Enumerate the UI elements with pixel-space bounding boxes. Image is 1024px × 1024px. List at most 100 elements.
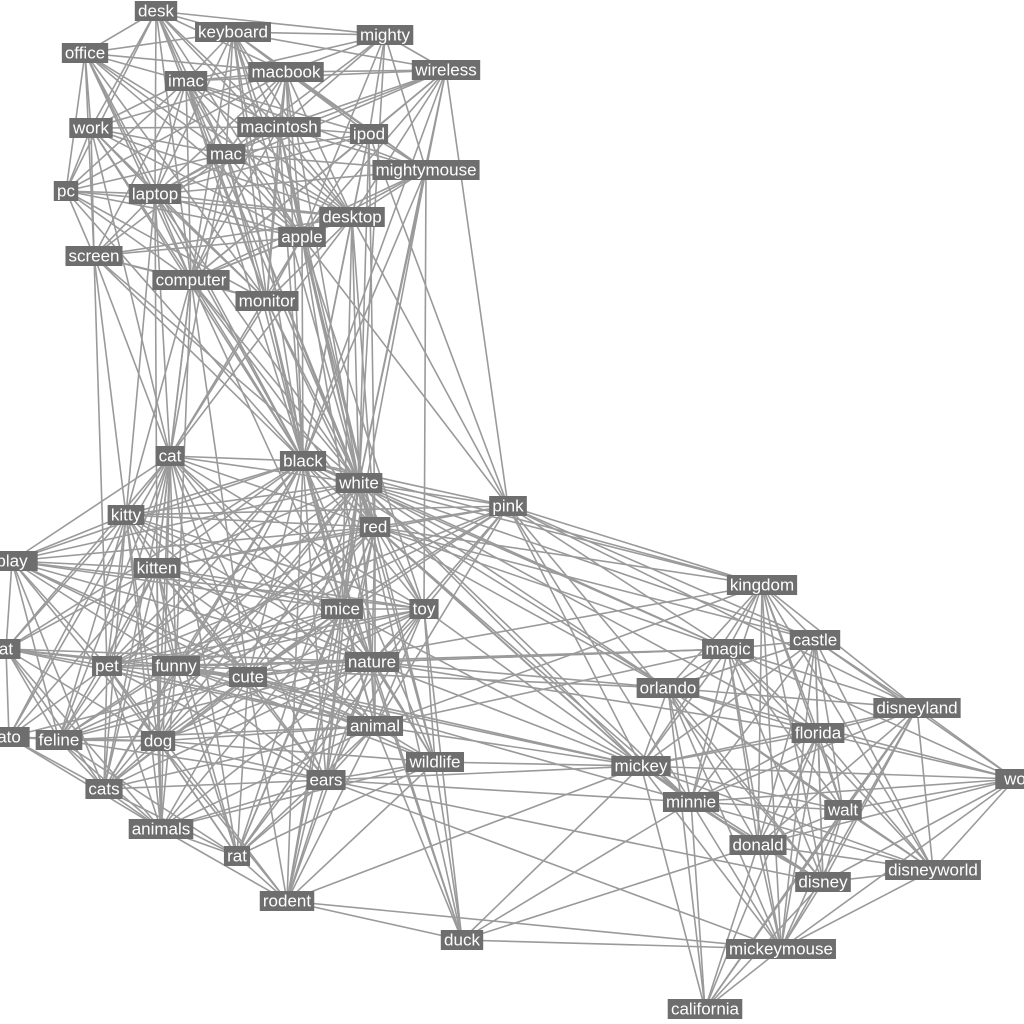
node-disney[interactable]: disney bbox=[795, 872, 851, 892]
node-box-work bbox=[69, 118, 113, 138]
node-animal[interactable]: animal bbox=[346, 716, 404, 736]
edge-cute-rodent bbox=[247, 676, 288, 902]
edge-feline-ears bbox=[58, 739, 327, 781]
edge-dog-wildlife bbox=[157, 740, 436, 763]
node-monitor[interactable]: monitor bbox=[235, 291, 299, 311]
node-imac[interactable]: imac bbox=[164, 71, 208, 91]
node-dog[interactable]: dog bbox=[140, 731, 176, 751]
node-cute[interactable]: cute bbox=[228, 667, 268, 687]
node-desktop[interactable]: desktop bbox=[319, 207, 385, 227]
node-label-duck: duck bbox=[444, 931, 480, 950]
node-california[interactable]: california bbox=[667, 999, 743, 1019]
node-toy[interactable]: toy bbox=[409, 599, 439, 619]
edge-mighty-macintosh bbox=[278, 34, 386, 128]
edge-florida-wo bbox=[817, 732, 1016, 780]
edge-dog-rodent bbox=[157, 740, 288, 902]
node-black[interactable]: black bbox=[279, 451, 327, 471]
node-magic[interactable]: magic bbox=[702, 639, 754, 659]
edge-dog-rat bbox=[157, 740, 238, 857]
node-mice[interactable]: mice bbox=[321, 599, 363, 619]
edge-desktop-white bbox=[351, 216, 360, 484]
edge-wo-minnie bbox=[690, 778, 1016, 803]
node-rat[interactable]: rat bbox=[223, 846, 251, 866]
edge-wireless-mac bbox=[225, 69, 447, 155]
node-feline[interactable]: feline bbox=[35, 730, 83, 750]
node-pink[interactable]: pink bbox=[489, 496, 527, 516]
node-castle[interactable]: castle bbox=[789, 630, 841, 650]
node-box-california bbox=[667, 999, 743, 1019]
node-wo[interactable]: wo bbox=[995, 769, 1024, 789]
node-play[interactable]: play bbox=[0, 551, 38, 571]
node-rodent[interactable]: rodent bbox=[259, 891, 315, 911]
node-at[interactable]: at bbox=[0, 639, 21, 659]
node-laptop[interactable]: laptop bbox=[128, 184, 182, 204]
node-label-funny: funny bbox=[155, 657, 197, 676]
node-pet[interactable]: pet bbox=[92, 656, 122, 676]
edge-cute-cats bbox=[103, 676, 249, 790]
edge-kingdom-mickey bbox=[640, 584, 763, 767]
edge-pink-disneyland bbox=[507, 505, 918, 709]
node-wireless[interactable]: wireless bbox=[411, 60, 481, 80]
node-animals[interactable]: animals bbox=[128, 819, 194, 839]
edge-imac-ipod bbox=[185, 80, 370, 135]
node-label-macintosh: macintosh bbox=[240, 118, 317, 137]
node-computer[interactable]: computer bbox=[152, 270, 230, 290]
node-ato[interactable]: ato bbox=[0, 727, 30, 747]
node-mac[interactable]: mac bbox=[206, 144, 246, 164]
node-label-castle: castle bbox=[793, 631, 837, 650]
node-duck[interactable]: duck bbox=[440, 930, 484, 950]
node-white[interactable]: white bbox=[335, 473, 383, 493]
node-minnie[interactable]: minnie bbox=[662, 792, 720, 812]
node-walt[interactable]: walt bbox=[824, 800, 862, 820]
node-label-wireless: wireless bbox=[414, 61, 476, 80]
node-label-magic: magic bbox=[705, 640, 751, 659]
node-ipod[interactable]: ipod bbox=[349, 124, 389, 144]
node-kitty[interactable]: kitty bbox=[107, 505, 145, 525]
node-ears[interactable]: ears bbox=[306, 770, 346, 790]
node-wildlife[interactable]: wildlife bbox=[405, 752, 465, 772]
edge-computer-mice bbox=[190, 279, 343, 610]
node-funny[interactable]: funny bbox=[151, 656, 201, 676]
node-apple[interactable]: apple bbox=[278, 227, 326, 247]
node-mightymouse[interactable]: mightymouse bbox=[372, 160, 480, 180]
edge-red-mickey bbox=[374, 526, 642, 767]
node-desk[interactable]: desk bbox=[134, 1, 178, 21]
node-cats[interactable]: cats bbox=[85, 779, 123, 799]
node-mickeymouse[interactable]: mickeymouse bbox=[726, 939, 836, 959]
node-label-desk: desk bbox=[138, 2, 174, 21]
node-office[interactable]: office bbox=[61, 43, 109, 63]
node-screen[interactable]: screen bbox=[65, 246, 123, 266]
edge-donald-duck bbox=[461, 844, 759, 941]
edge-laptop-black bbox=[154, 193, 304, 462]
node-work[interactable]: work bbox=[69, 118, 113, 138]
edge-pet-ears bbox=[106, 665, 327, 781]
node-cat[interactable]: cat bbox=[155, 446, 185, 466]
node-donald[interactable]: donald bbox=[729, 835, 787, 855]
node-box-macintosh bbox=[237, 117, 321, 137]
node-label-black: black bbox=[283, 452, 323, 471]
node-box-pc bbox=[53, 181, 79, 201]
edge-wildlife-mickey bbox=[434, 761, 642, 767]
node-label-disney: disney bbox=[798, 873, 848, 892]
node-keyboard[interactable]: keyboard bbox=[195, 22, 271, 42]
node-florida[interactable]: florida bbox=[791, 723, 845, 743]
edge-mac-apple bbox=[225, 153, 303, 238]
edge-kitten-nature bbox=[156, 567, 373, 663]
node-disneyworld[interactable]: disneyworld bbox=[885, 860, 981, 880]
edge-toy-cute bbox=[247, 608, 425, 678]
node-pc[interactable]: pc bbox=[53, 181, 79, 201]
node-macbook[interactable]: macbook bbox=[248, 62, 324, 82]
node-disneyland[interactable]: disneyland bbox=[873, 698, 961, 718]
node-mighty[interactable]: mighty bbox=[356, 25, 414, 45]
node-kitten[interactable]: kitten bbox=[133, 558, 181, 578]
node-orlando[interactable]: orlando bbox=[636, 678, 700, 698]
node-red[interactable]: red bbox=[359, 517, 391, 537]
node-nature[interactable]: nature bbox=[344, 652, 400, 672]
node-kingdom[interactable]: kingdom bbox=[726, 575, 798, 595]
node-label-animals: animals bbox=[132, 820, 191, 839]
edge-ears-mickeymouse bbox=[325, 779, 782, 950]
node-macintosh[interactable]: macintosh bbox=[237, 117, 321, 137]
edge-disneyland-disneyworld bbox=[916, 707, 934, 871]
node-mickey[interactable]: mickey bbox=[611, 756, 671, 776]
